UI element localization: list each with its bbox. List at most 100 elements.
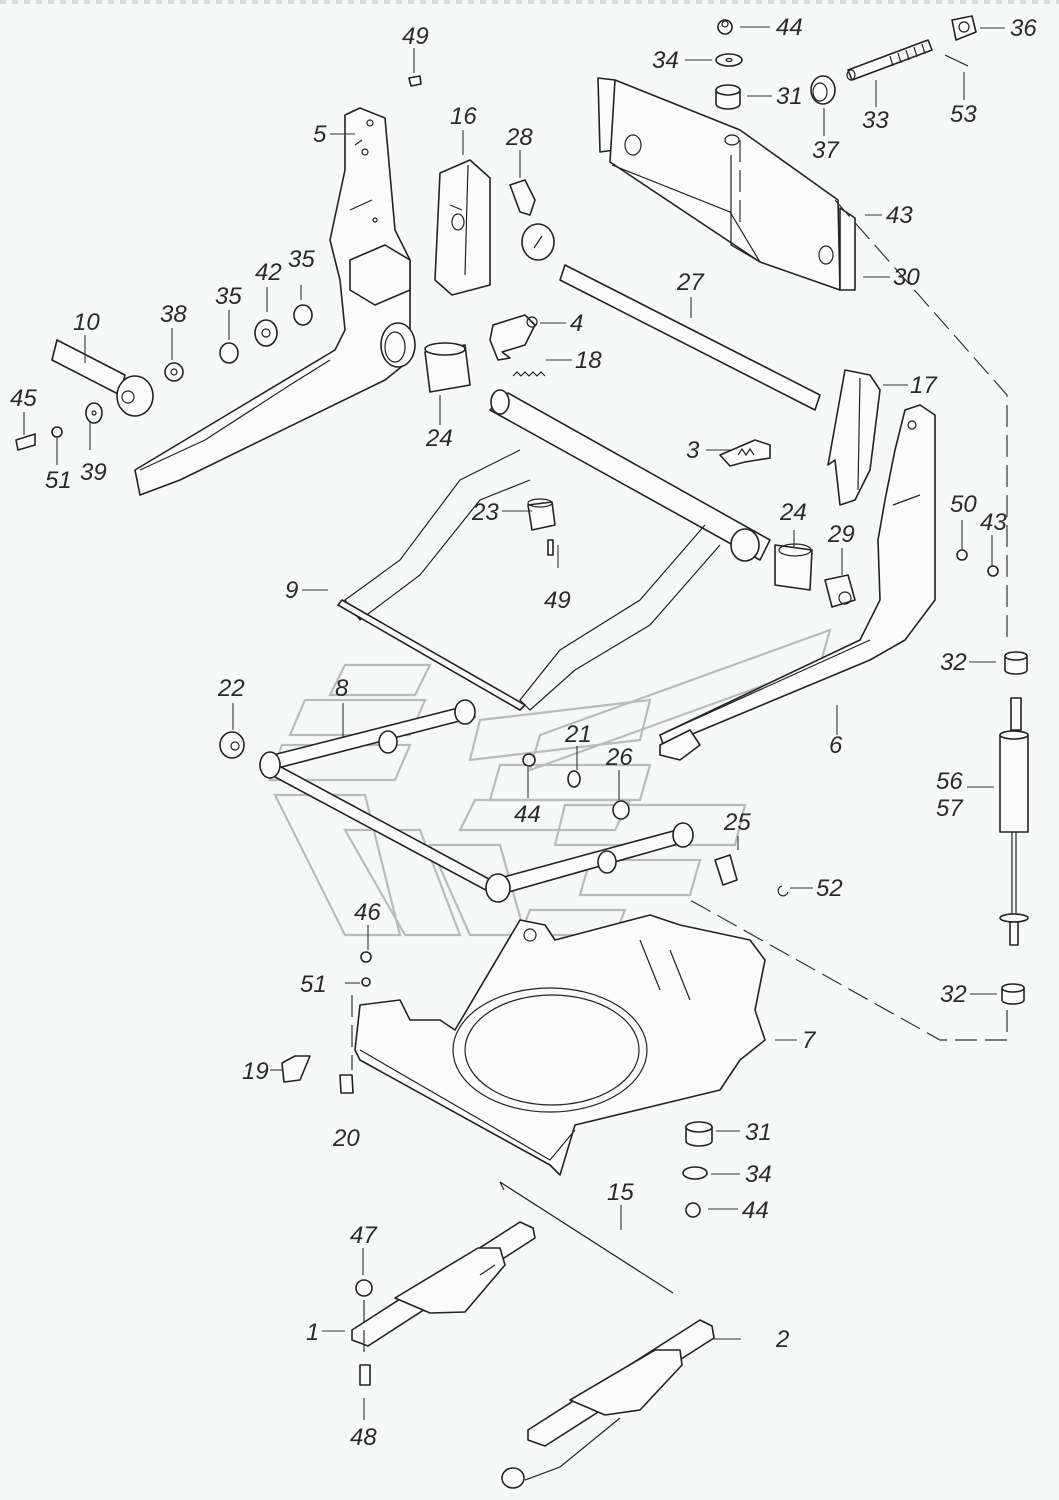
- part-27-strip: [559, 264, 821, 411]
- part-34-washer-top: [715, 53, 743, 67]
- label-8: 8: [335, 675, 349, 702]
- part-6-right-bracket: [659, 404, 936, 761]
- part-30-rear-plate: [597, 77, 856, 291]
- part-34-washer-lower: [682, 1166, 708, 1180]
- label-45: 45: [10, 385, 37, 412]
- label-23: 23: [471, 499, 499, 526]
- label-33: 33: [862, 107, 889, 134]
- label-17: 17: [910, 372, 938, 399]
- label-31-b: 31: [745, 1119, 772, 1146]
- part-42-bearing: [254, 319, 278, 347]
- part-44-nut-top: [717, 19, 733, 35]
- label-48: 48: [350, 1424, 377, 1451]
- label-34-b: 34: [745, 1161, 772, 1188]
- label-44: 44: [776, 14, 803, 41]
- label-52: 52: [816, 875, 843, 902]
- part-39-washer: [85, 402, 103, 424]
- label-18: 18: [575, 347, 602, 374]
- part-38-star-washer: [164, 362, 184, 382]
- label-51: 51: [45, 467, 72, 494]
- part-47-nut: [355, 1279, 373, 1297]
- assembly-lines: [351, 140, 1008, 1355]
- label-29: 29: [827, 521, 855, 548]
- label-22: 22: [217, 675, 245, 702]
- part-32-bushing-upper: [1004, 651, 1028, 675]
- label-36: 36: [1010, 15, 1037, 42]
- part-53-cotter-pin: [944, 54, 969, 67]
- label-1: 1: [306, 1319, 319, 1346]
- part-5-left-bracket: [134, 107, 416, 496]
- part-4-latch-plate: [489, 314, 538, 361]
- part-35-bushing-a: [219, 342, 239, 364]
- part-56-57-gas-spring: [999, 697, 1029, 946]
- part-24-bushing-upper: [424, 342, 471, 393]
- label-9: 9: [285, 577, 298, 604]
- label-31: 31: [776, 83, 803, 110]
- part-50-washer: [956, 549, 968, 561]
- label-42: 42: [255, 259, 282, 286]
- part-2-right-rail: [501, 1319, 715, 1489]
- part-44-nut-lower: [685, 1202, 701, 1218]
- part-43-nut-mid: [987, 565, 999, 577]
- part-33-threaded-rod: [846, 39, 933, 81]
- part-35-bushing-b: [293, 304, 313, 326]
- label-16: 16: [450, 103, 477, 130]
- part-9-upper-frame: [337, 389, 771, 711]
- part-19-clip: [281, 1055, 311, 1083]
- label-4: 4: [570, 310, 583, 337]
- part-16-left-cover: [434, 159, 491, 296]
- part-25-pin: [714, 854, 738, 886]
- part-3-latch-plate: [719, 439, 771, 467]
- label-43: 43: [886, 202, 913, 229]
- part-24-bushing-mid: [774, 543, 813, 591]
- part-49-rivet-top: [408, 75, 422, 87]
- label-21: 21: [564, 721, 592, 748]
- watermark-logo: [268, 628, 832, 937]
- label-57: 57: [936, 795, 964, 822]
- leader-lines: [23, 26, 1005, 1420]
- label-24-a: 24: [425, 425, 453, 452]
- part-17-right-cover: [827, 369, 881, 506]
- label-44-c: 44: [742, 1197, 769, 1224]
- label-6: 6: [829, 732, 843, 759]
- part-15-rod: [499, 1181, 674, 1294]
- label-49: 49: [402, 23, 429, 50]
- part-23-stop: [527, 498, 556, 531]
- part-labels: 44 36 49 34 31 37 33 53 5 16 28 43 30 27…: [10, 14, 1037, 1451]
- part-51-washer-a: [51, 426, 63, 438]
- label-49-b: 49: [544, 587, 571, 614]
- label-25: 25: [723, 809, 751, 836]
- label-32-a: 32: [940, 649, 967, 676]
- label-26: 26: [605, 744, 633, 771]
- label-15: 15: [607, 1179, 634, 1206]
- label-43-b: 43: [980, 509, 1007, 536]
- label-7: 7: [802, 1027, 817, 1054]
- label-47: 47: [350, 1222, 378, 1249]
- part-1-left-rail: [351, 1221, 536, 1347]
- label-37: 37: [812, 137, 840, 164]
- label-34: 34: [652, 47, 679, 74]
- part-21-washer: [567, 770, 581, 788]
- part-20-pad: [339, 1074, 354, 1094]
- label-28: 28: [505, 124, 533, 151]
- part-26-bushing: [612, 800, 630, 820]
- label-24-b: 24: [779, 499, 807, 526]
- label-51-b: 51: [300, 971, 327, 998]
- label-2: 2: [775, 1326, 789, 1353]
- part-31-bushing-top: [715, 84, 741, 110]
- part-10-shaft: [51, 339, 154, 417]
- label-19: 19: [242, 1058, 269, 1085]
- label-32-b: 32: [940, 981, 967, 1008]
- part-18-spring: [512, 371, 546, 377]
- label-35-b: 35: [288, 246, 315, 273]
- part-37-spacer: [810, 75, 836, 105]
- header-strip: [0, 0, 1059, 4]
- label-20: 20: [332, 1125, 360, 1152]
- part-45-bolt: [15, 433, 36, 451]
- part-48-bolt: [359, 1364, 371, 1386]
- label-35-a: 35: [215, 283, 242, 310]
- part-7-base-plate: [354, 914, 766, 1176]
- label-44-b: 44: [514, 801, 541, 828]
